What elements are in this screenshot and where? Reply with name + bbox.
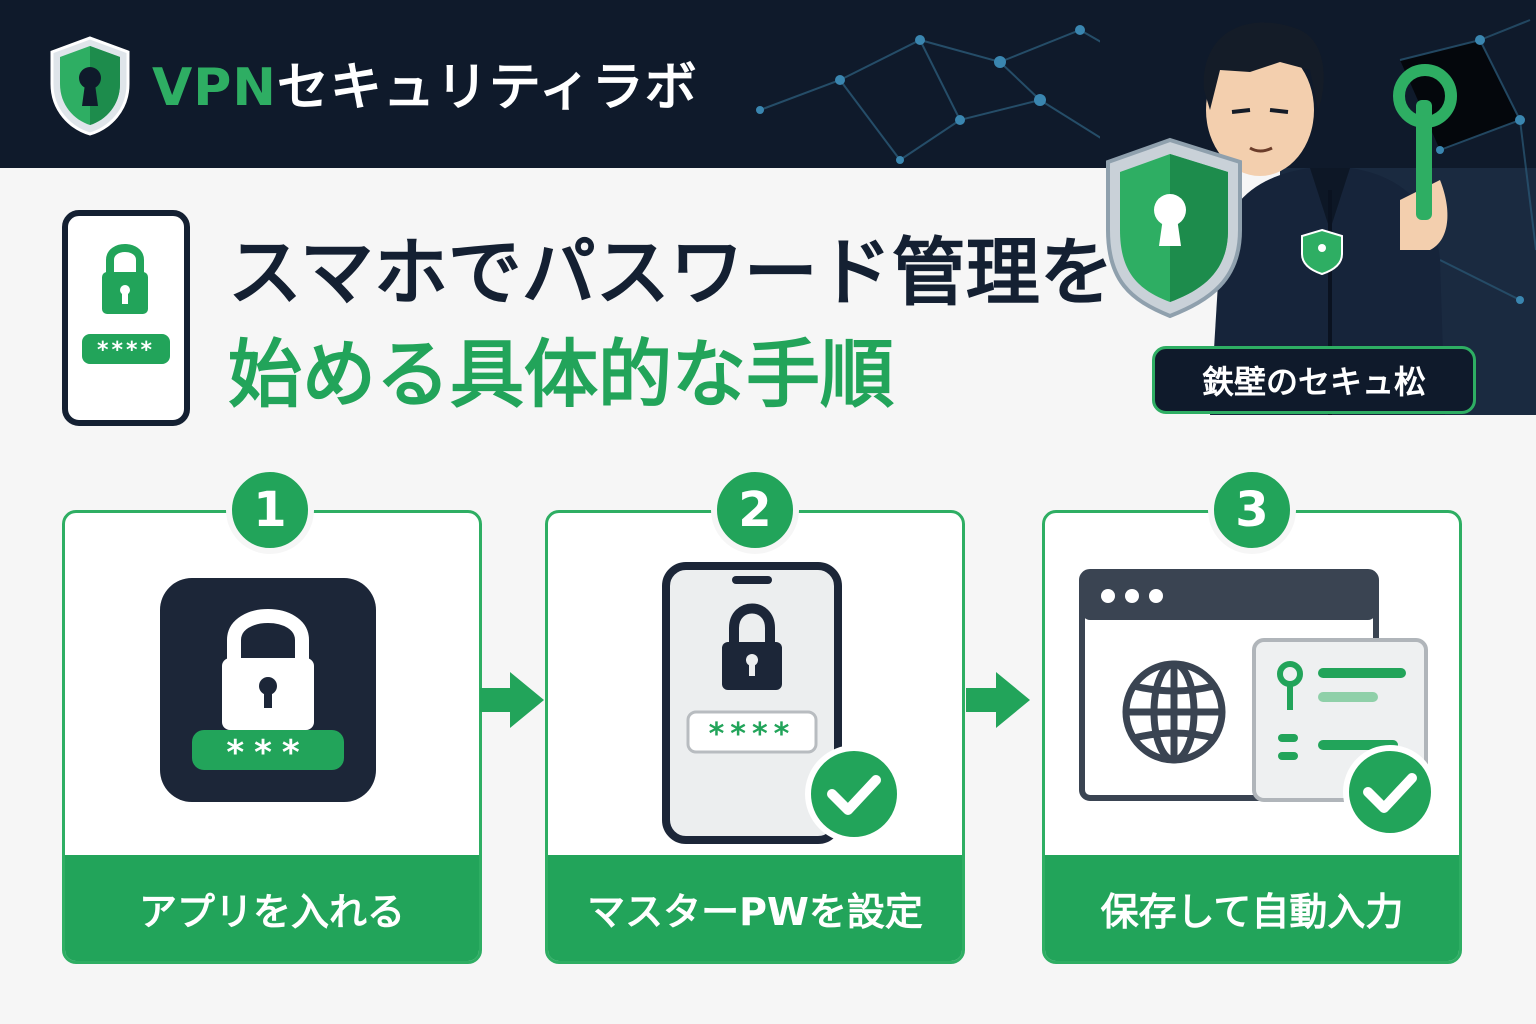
brand-rest: セキュリティラボ	[276, 58, 698, 118]
brand-vpn: VPN	[152, 58, 277, 118]
step-label: アプリを入れる	[65, 855, 479, 961]
app-lock-icon: ***	[160, 578, 376, 802]
step-label: 保存して自動入力	[1045, 855, 1459, 961]
shield-keyhole-icon	[50, 36, 130, 136]
masked-password: ***	[226, 733, 309, 773]
step-number-badge: 3	[1208, 466, 1296, 554]
character-name-badge: 鉄壁のセキュ松	[1152, 346, 1476, 414]
step-label: マスターPWを設定	[548, 855, 962, 961]
check-icon	[805, 745, 903, 843]
page-title-line1: スマホでパスワード管理を	[228, 230, 1114, 316]
arrow-right-icon	[966, 672, 1030, 728]
page-title-line2: 始める具体的な手順	[228, 332, 894, 418]
step-number-badge: 1	[226, 466, 314, 554]
phone-lock-icon: ****	[62, 210, 190, 426]
title-icon-masked: ****	[97, 338, 155, 363]
masked-password: ****	[709, 717, 796, 752]
arrow-right-icon	[480, 672, 544, 728]
brand-name[interactable]: VPNセキュリティラボ	[152, 56, 698, 120]
check-icon	[1343, 745, 1437, 839]
phone-password-icon: ****	[662, 562, 903, 844]
step-number-badge: 2	[711, 466, 799, 554]
browser-autofill-icon	[1079, 569, 1437, 839]
character-panel	[1100, 0, 1536, 415]
character-illustration-icon	[1100, 0, 1536, 415]
